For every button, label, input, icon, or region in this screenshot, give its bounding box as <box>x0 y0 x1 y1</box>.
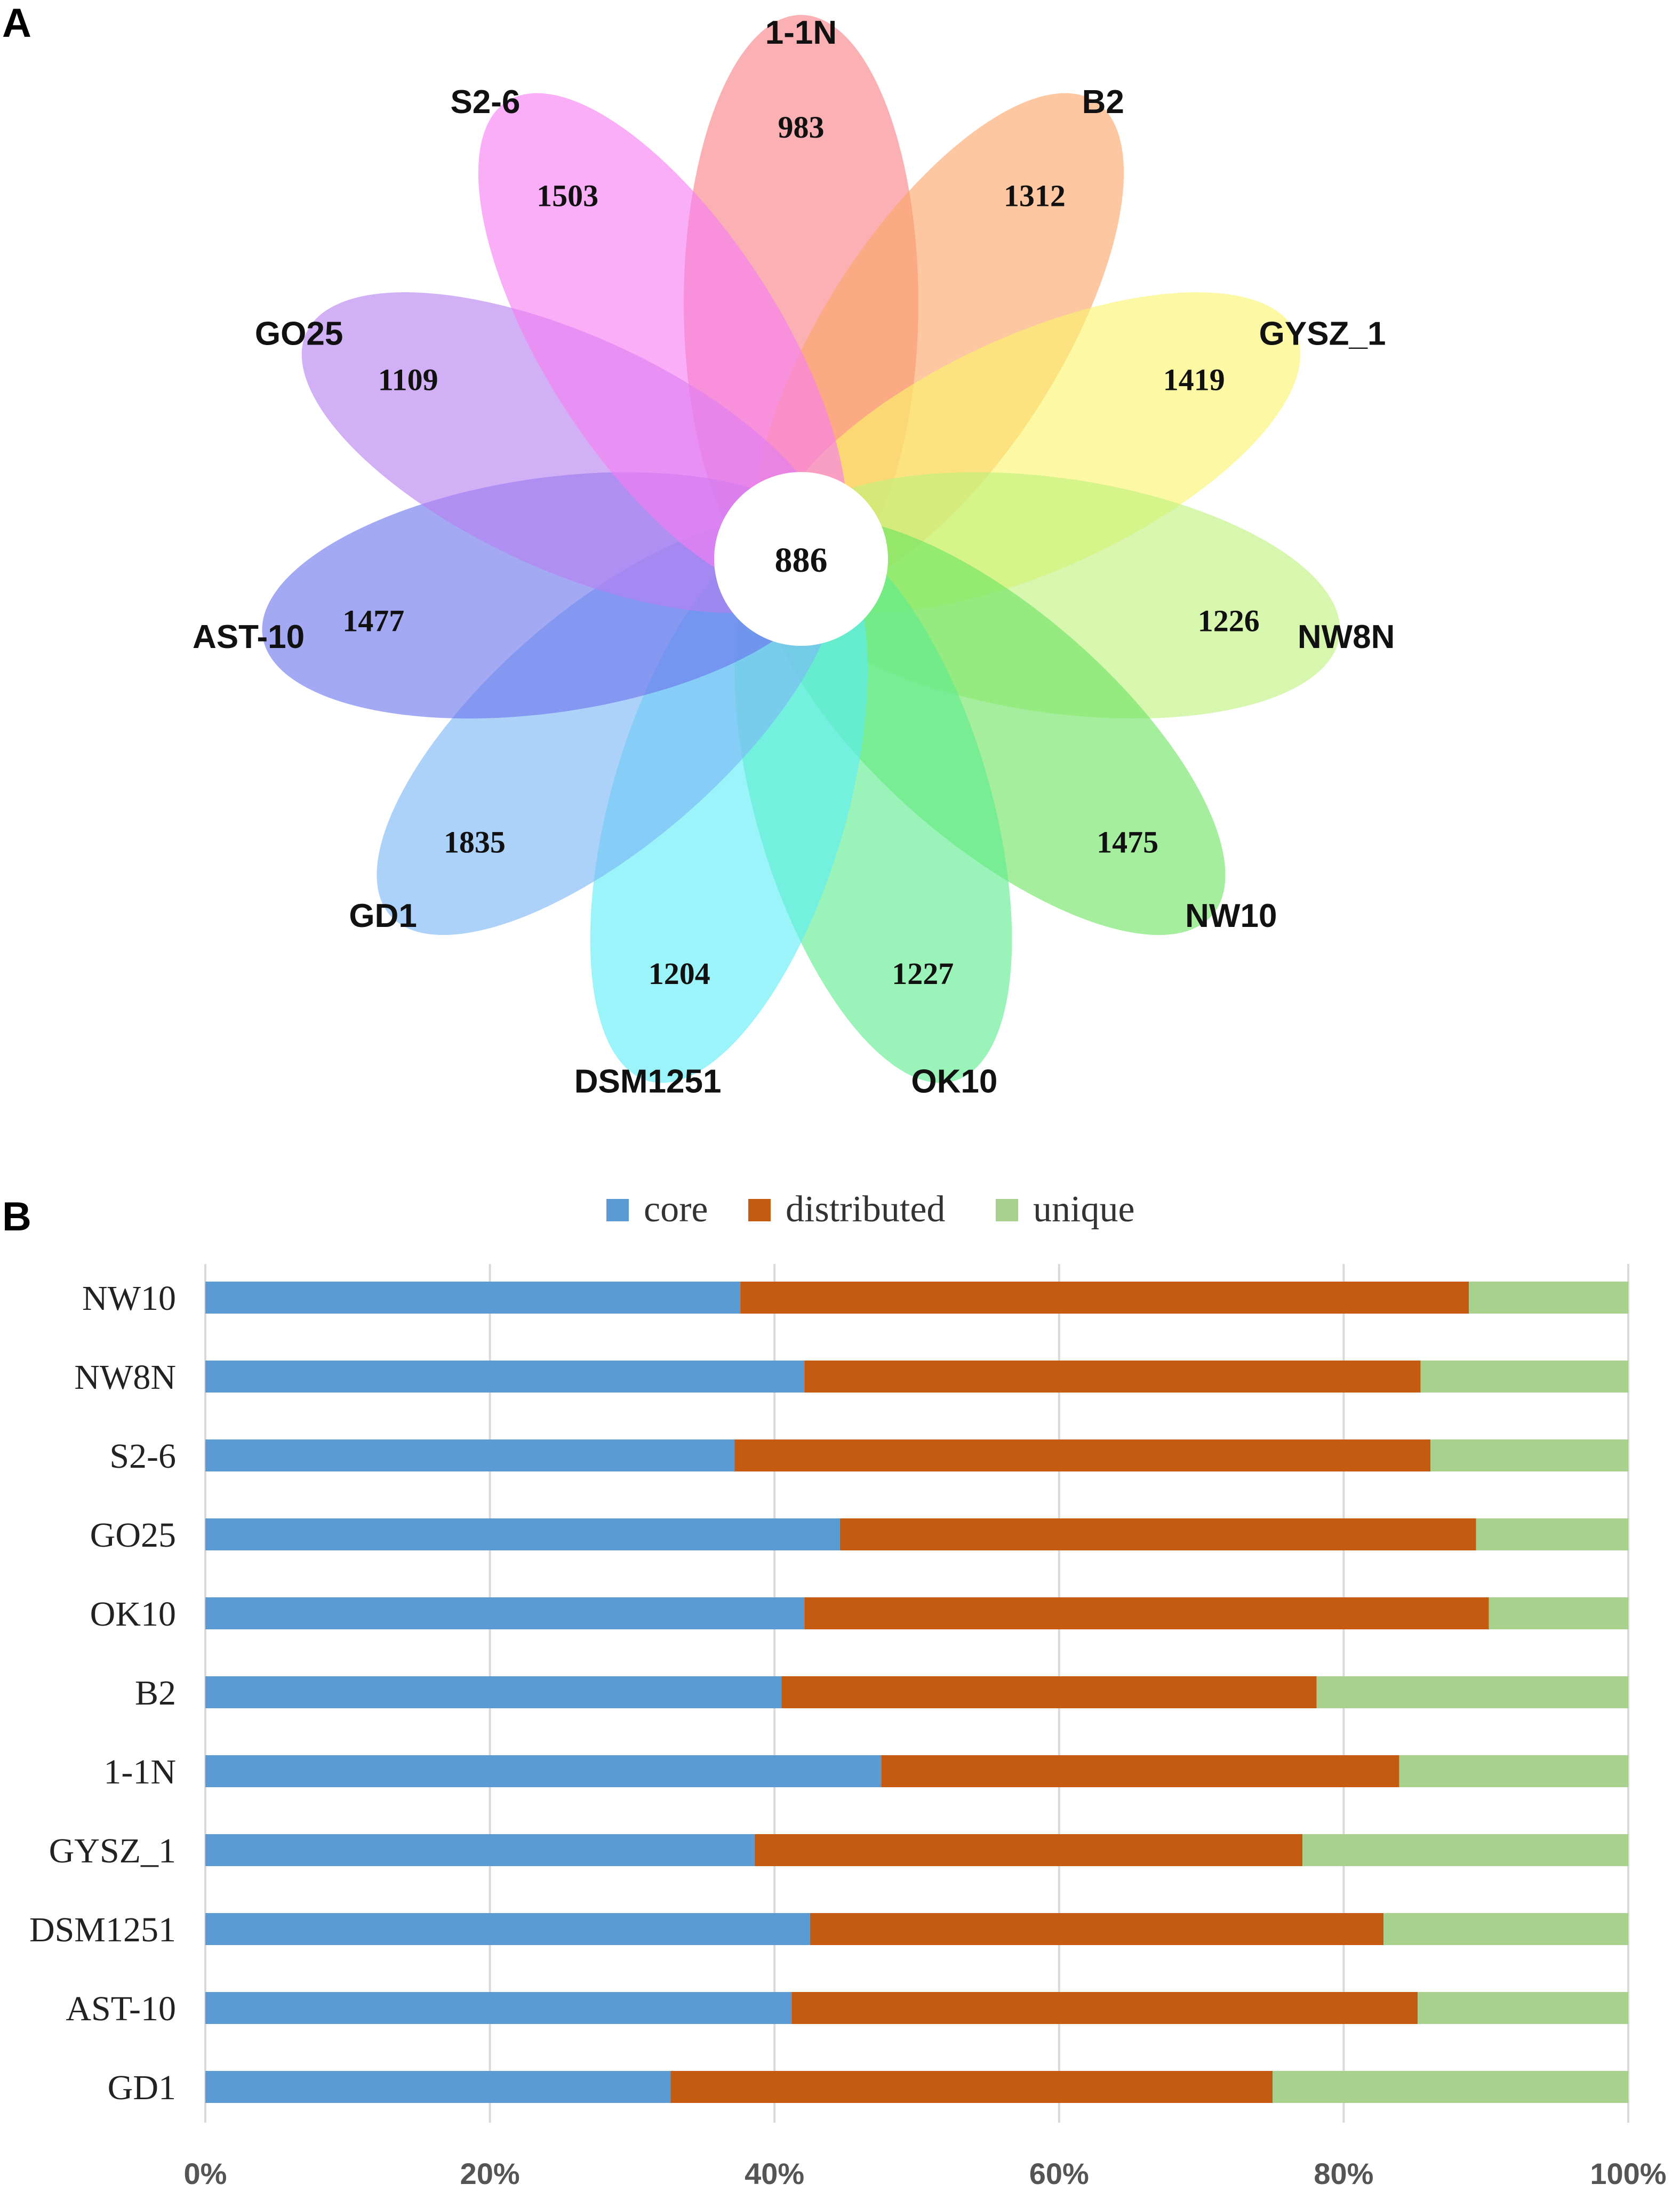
category-label: NW10 <box>82 1279 176 1318</box>
bar-segment-unique <box>1430 1439 1628 1471</box>
category-label: DSM1251 <box>29 1910 176 1949</box>
legend-swatch-unique <box>996 1199 1018 1221</box>
petal-count: 1475 <box>1097 825 1158 859</box>
bar-segment-distributed <box>754 1834 1303 1866</box>
legend: core distributed unique <box>606 1189 1135 1230</box>
x-tick-label: 100% <box>1590 2157 1666 2190</box>
strain-label: NW10 <box>1185 898 1277 934</box>
bar-segment-core <box>205 2071 671 2103</box>
petal-count: 1312 <box>1004 179 1066 213</box>
bar-segment-core <box>205 1282 741 1314</box>
strain-label: OK10 <box>911 1063 997 1100</box>
petal-count: 983 <box>778 110 825 145</box>
legend-label-core: core <box>644 1189 708 1230</box>
bar-segment-distributed <box>734 1439 1431 1471</box>
bar-segment-distributed <box>804 1597 1489 1629</box>
bar-segment-distributed <box>839 1518 1476 1550</box>
category-label: B2 <box>135 1674 176 1713</box>
x-tick-label: 60% <box>1029 2157 1089 2190</box>
x-tick-label: 80% <box>1314 2157 1373 2190</box>
category-label: OK10 <box>90 1595 176 1634</box>
category-label: 1-1N <box>103 1753 176 1791</box>
bar-segment-distributed <box>781 1676 1317 1708</box>
tick-label-layer: 0% 20% 40% 60% 80% 100% <box>184 2157 1667 2190</box>
bar-segment-distributed <box>804 1361 1421 1393</box>
petal-10 <box>478 93 847 594</box>
core-count: 886 <box>775 541 828 580</box>
strain-label: 1-1N <box>765 14 837 51</box>
petal-shape <box>478 93 847 594</box>
petal-layer <box>262 15 1340 1083</box>
strain-label: AST-10 <box>193 619 305 655</box>
bar-segment-unique <box>1469 1282 1628 1314</box>
bar-segment-unique <box>1476 1518 1628 1550</box>
petal-count: 1419 <box>1163 363 1225 397</box>
strain-label: GYSZ_1 <box>1259 315 1386 352</box>
category-label: NW8N <box>74 1358 176 1397</box>
x-tick-label: 0% <box>184 2157 227 2190</box>
strain-label: GD1 <box>349 898 417 934</box>
strain-label: NW8N <box>1298 619 1395 655</box>
petal-count: 1226 <box>1198 603 1260 638</box>
category-label: GO25 <box>90 1516 176 1555</box>
category-label: GYSZ_1 <box>49 1831 176 1870</box>
bar-segment-distributed <box>810 1913 1384 1945</box>
panel-b-letter: B <box>2 1194 31 1239</box>
strain-label: DSM1251 <box>574 1063 722 1100</box>
x-tick-label: 40% <box>745 2157 804 2190</box>
bar-segment-distributed <box>791 1992 1418 2024</box>
bar-segment-core <box>205 1755 882 1787</box>
strain-label: GO25 <box>255 315 343 352</box>
bar-layer <box>205 1282 1628 2103</box>
bar-segment-unique <box>1399 1755 1628 1787</box>
panel-a-letter: A <box>2 1 31 46</box>
bar-segment-core <box>205 1676 782 1708</box>
category-label: GD1 <box>108 2068 176 2107</box>
legend-label-distributed: distributed <box>786 1189 945 1230</box>
bar-segment-core <box>205 1361 805 1393</box>
bar-segment-core <box>205 1992 792 2024</box>
bar-segment-core <box>205 1518 840 1550</box>
petal-count: 1835 <box>444 825 506 859</box>
bar-segment-unique <box>1420 1361 1628 1393</box>
bar-segment-unique <box>1489 1597 1628 1629</box>
core-circle <box>714 472 888 646</box>
bar-segment-unique <box>1316 1676 1628 1708</box>
bar-segment-distributed <box>881 1755 1399 1787</box>
bar-segment-core <box>205 1913 810 1945</box>
legend-label-unique: unique <box>1033 1189 1135 1230</box>
x-tick-label: 20% <box>460 2157 520 2190</box>
strain-label: B2 <box>1082 84 1124 121</box>
bar-segment-core <box>205 1597 805 1629</box>
bar-segment-core <box>205 1439 735 1471</box>
category-label: S2-6 <box>109 1437 176 1476</box>
bar-segment-distributed <box>670 2071 1273 2103</box>
bar-segment-unique <box>1383 1913 1628 1945</box>
bar-segment-unique <box>1273 2071 1628 2103</box>
petal-count: 1503 <box>537 179 598 213</box>
bar-segment-unique <box>1302 1834 1628 1866</box>
flower-venn-diagram: 886 983 1-1N 1312 B2 1419 GYSZ_1 1226 NW8N 1475N… <box>193 14 1395 1100</box>
legend-swatch-core <box>606 1199 629 1221</box>
petal-count: 1109 <box>378 363 438 397</box>
category-label: AST-10 <box>66 1989 176 2028</box>
strain-label: S2-6 <box>450 84 520 121</box>
legend-swatch-distributed <box>748 1199 771 1221</box>
bar-segment-core <box>205 1834 755 1866</box>
bar-segment-unique <box>1418 1992 1628 2024</box>
petal-count: 1227 <box>892 956 954 991</box>
bar-segment-distributed <box>740 1282 1469 1314</box>
petal-count: 1204 <box>649 956 710 991</box>
petal-count: 1477 <box>342 603 404 638</box>
